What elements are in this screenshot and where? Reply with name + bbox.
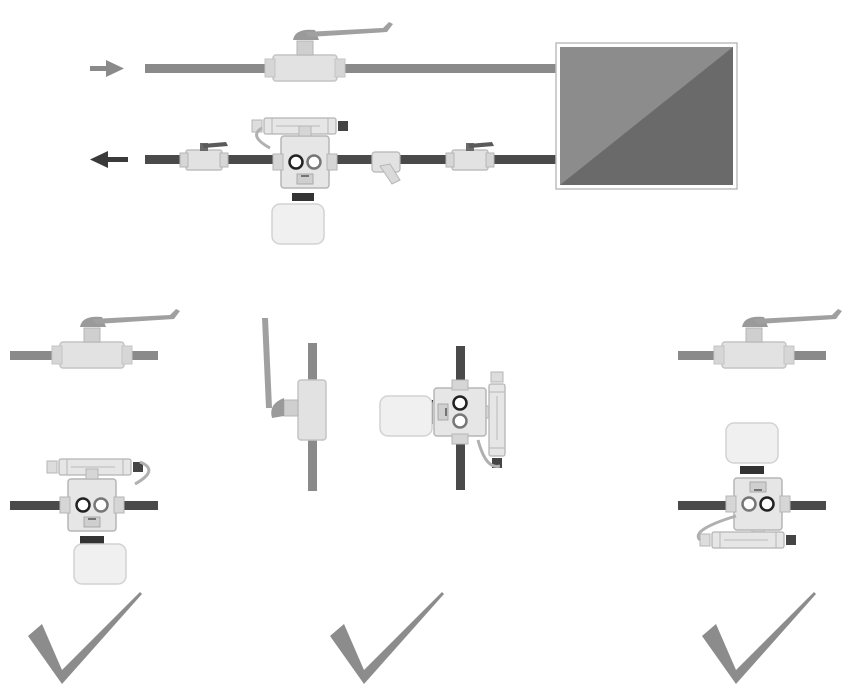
- control-valve-assembly: [696, 422, 797, 549]
- return-pipe: [145, 155, 557, 164]
- top-system: [90, 21, 738, 245]
- supply-ball-valve: [262, 318, 327, 441]
- supply-ball-valve: [51, 308, 181, 369]
- arrow-left-icon: [90, 151, 128, 168]
- arrow-right-icon: [90, 60, 124, 77]
- return-ball-valve-left: [179, 141, 229, 171]
- heat-exchanger-icon: [555, 42, 738, 190]
- return-ball-valve-right: [445, 141, 495, 171]
- strainer-icon: [371, 151, 401, 185]
- control-valve-assembly: [46, 458, 151, 585]
- installation-option-middle: [262, 318, 506, 684]
- supply-pipe: [145, 64, 557, 73]
- check-mark-icon: [702, 592, 816, 684]
- installation-option-left: [10, 308, 181, 684]
- check-mark-icon: [28, 592, 142, 684]
- check-mark-icon: [330, 592, 444, 684]
- installation-option-right: [678, 308, 843, 684]
- control-valve-assembly: [251, 117, 349, 245]
- control-valve-assembly: [379, 371, 506, 469]
